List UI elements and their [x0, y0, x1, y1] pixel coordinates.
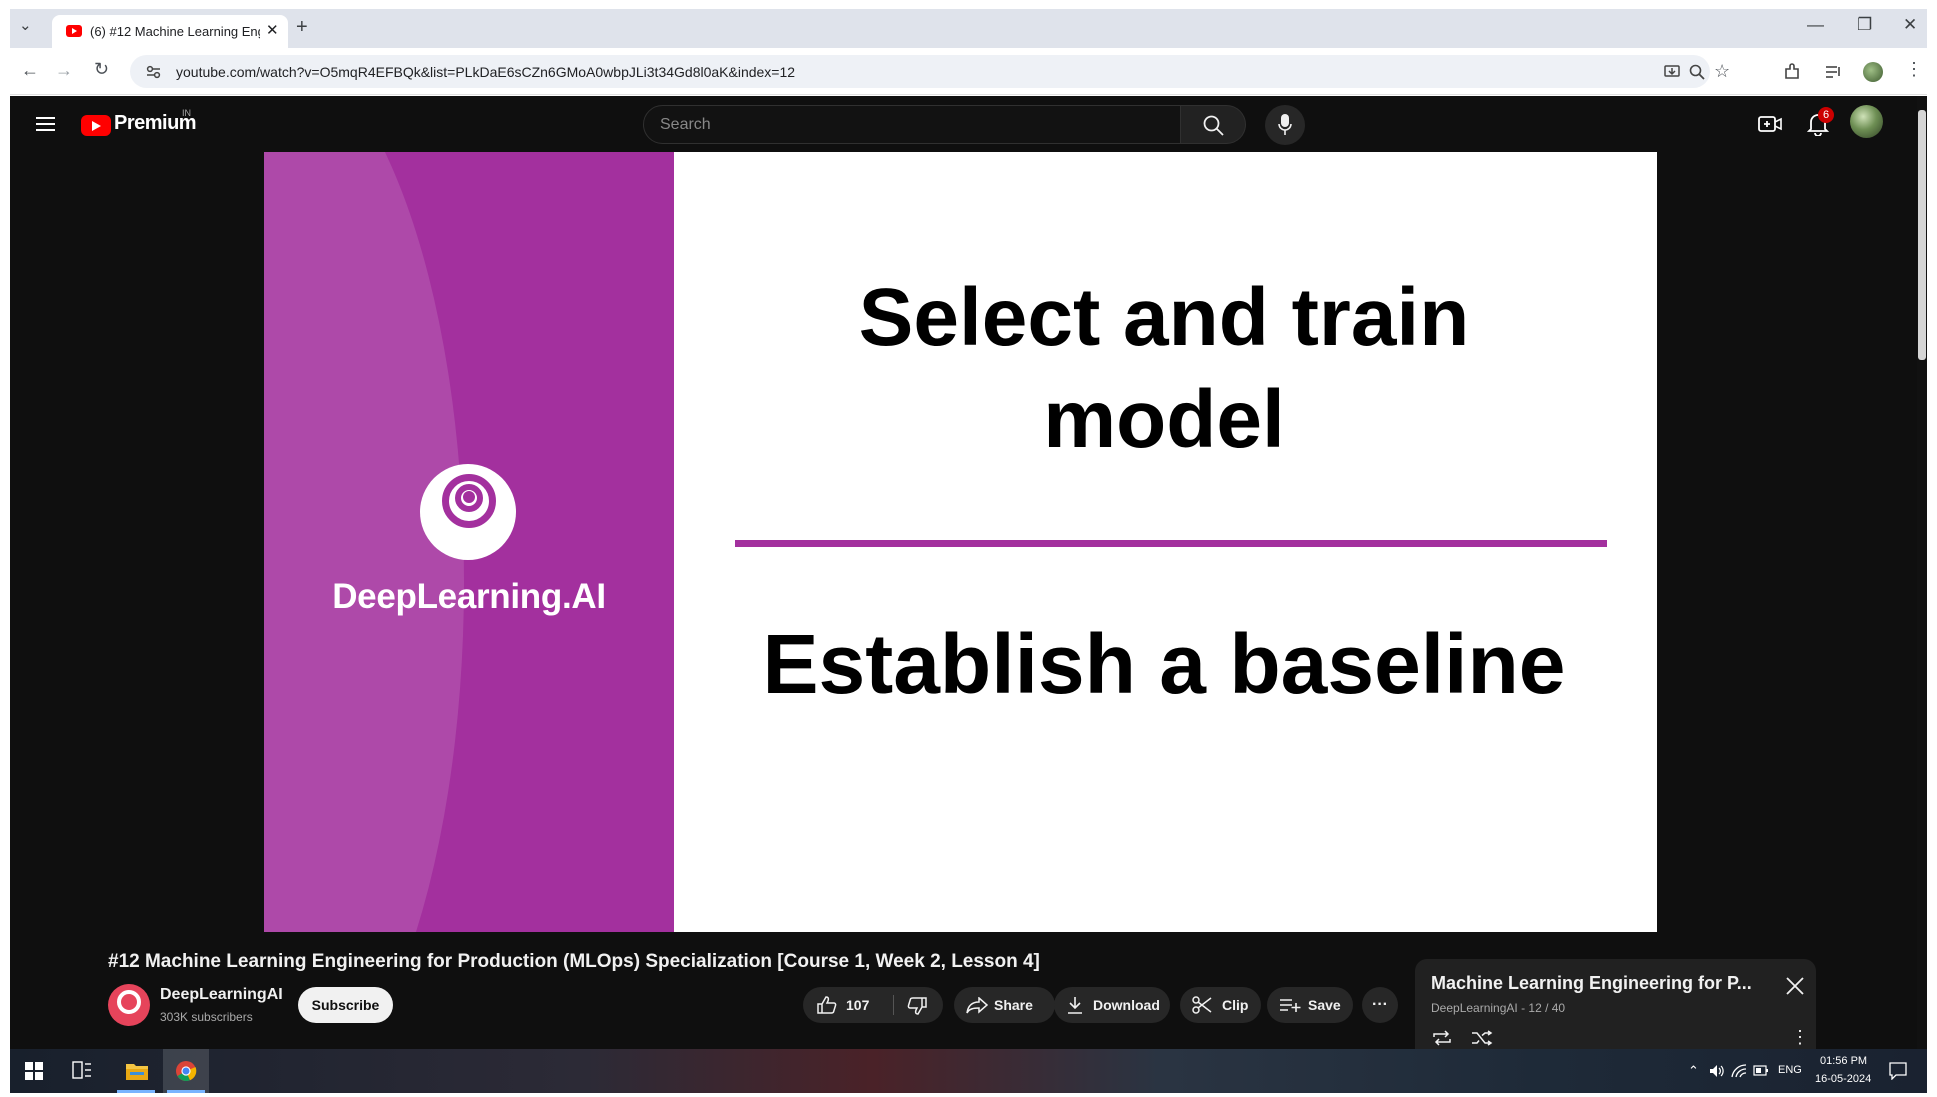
- notification-count-badge: 6: [1818, 107, 1834, 123]
- search-button[interactable]: [1181, 105, 1246, 144]
- extensions-icon[interactable]: [1783, 63, 1801, 81]
- browser-tab-strip: ⌄ (6) #12 Machine Learning Engin ✕ + — ❐…: [10, 9, 1927, 48]
- site-info-icon[interactable]: [146, 65, 161, 79]
- active-indicator: [167, 1090, 205, 1093]
- clock-time[interactable]: 01:56 PM: [1820, 1055, 1868, 1067]
- bookmark-star-icon[interactable]: ☆: [1714, 61, 1731, 81]
- volume-icon[interactable]: [1709, 1064, 1725, 1078]
- tab-title: (6) #12 Machine Learning Engin: [90, 24, 260, 39]
- clip-button[interactable]: Clip: [1180, 987, 1261, 1023]
- scissors-icon: [1192, 996, 1212, 1014]
- clip-label: Clip: [1222, 997, 1249, 1013]
- slide-heading-2: Establish a baseline: [762, 617, 1566, 711]
- like-divider: [893, 995, 894, 1015]
- playlist-panel: Machine Learning Engineering for P... De…: [1415, 959, 1816, 1049]
- slide-brand-panel: DeepLearning.AI: [264, 152, 674, 932]
- file-explorer-taskbar-button[interactable]: [113, 1049, 159, 1093]
- save-label: Save: [1308, 997, 1341, 1013]
- youtube-page: Premium IN Search 6 DeepLearning.AI Sele…: [10, 96, 1927, 1049]
- slide-heading-1: Select and train model: [858, 272, 1470, 465]
- minimize-button[interactable]: —: [1807, 15, 1824, 34]
- thumbs-up-icon: [817, 996, 837, 1014]
- shuffle-icon[interactable]: [1471, 1030, 1493, 1046]
- folder-icon: [126, 1064, 148, 1080]
- tab-search-chevron-icon[interactable]: ⌄: [19, 17, 32, 34]
- chrome-taskbar-button[interactable]: [163, 1049, 209, 1093]
- chrome-icon: [176, 1061, 197, 1081]
- zoom-icon[interactable]: [1689, 64, 1705, 80]
- task-view-icon[interactable]: [72, 1061, 92, 1079]
- playlist-menu-icon[interactable]: ⋮: [1791, 1027, 1809, 1047]
- channel-name[interactable]: DeepLearningAI: [160, 986, 283, 1003]
- region-code: IN: [182, 108, 191, 118]
- restore-button[interactable]: ❐: [1857, 15, 1873, 34]
- tab-close-icon[interactable]: ✕: [266, 22, 279, 39]
- browser-toolbar: ← → ↻ youtube.com/watch?v=O5mqR4EFBQk&li…: [10, 48, 1927, 95]
- playlist-position: DeepLearningAI - 12 / 40: [1431, 1001, 1566, 1015]
- share-icon: [966, 997, 988, 1014]
- download-button[interactable]: Download: [1054, 987, 1170, 1023]
- voice-search-button[interactable]: [1265, 105, 1305, 145]
- action-center-icon[interactable]: [1889, 1062, 1907, 1080]
- loop-icon[interactable]: [1431, 1029, 1453, 1047]
- playlist-title[interactable]: Machine Learning Engineering for P...: [1431, 973, 1752, 993]
- install-app-icon[interactable]: [1664, 64, 1680, 80]
- save-button[interactable]: Save: [1267, 987, 1353, 1023]
- forward-icon[interactable]: →: [55, 60, 73, 80]
- active-indicator: [117, 1090, 155, 1093]
- windows-start-icon[interactable]: [25, 1062, 43, 1080]
- youtube-favicon-icon: [66, 25, 82, 37]
- download-label: Download: [1093, 997, 1160, 1013]
- back-icon[interactable]: ←: [21, 60, 39, 80]
- browser-menu-icon[interactable]: ⋮: [1905, 59, 1923, 79]
- channel-avatar[interactable]: [108, 984, 150, 1026]
- page-scrollbar[interactable]: [1917, 96, 1927, 1049]
- windows-taskbar: ⌃ ENG 01:56 PM 16-05-2024: [10, 1049, 1927, 1093]
- clock-date[interactable]: 16-05-2024: [1815, 1073, 1872, 1085]
- dislike-button[interactable]: [894, 987, 943, 1023]
- browser-tab-active[interactable]: (6) #12 Machine Learning Engin ✕: [52, 15, 288, 48]
- language-indicator[interactable]: ENG: [1778, 1064, 1802, 1076]
- profile-avatar[interactable]: [1863, 62, 1883, 82]
- reload-icon[interactable]: ↻: [94, 59, 110, 79]
- deeplearning-ai-logo-icon: [420, 464, 516, 560]
- tray-overflow-icon[interactable]: ⌃: [1688, 1063, 1699, 1078]
- subscriber-count: 303K subscribers: [160, 1010, 253, 1024]
- subscribe-button[interactable]: Subscribe: [298, 987, 393, 1023]
- close-icon[interactable]: [1786, 977, 1804, 995]
- battery-icon[interactable]: [1753, 1065, 1769, 1076]
- wifi-icon[interactable]: [1731, 1064, 1747, 1078]
- like-dislike-group: 107: [803, 987, 943, 1023]
- share-button[interactable]: Share: [954, 987, 1055, 1023]
- url-text[interactable]: youtube.com/watch?v=O5mqR4EFBQk&list=PLk…: [176, 64, 796, 80]
- download-icon: [1068, 997, 1082, 1014]
- save-to-playlist-icon: [1280, 999, 1301, 1012]
- create-video-icon[interactable]: [1758, 114, 1782, 134]
- youtube-premium-logo[interactable]: Premium: [114, 112, 197, 134]
- slide-brand-name: DeepLearning.AI: [332, 577, 606, 616]
- slide-divider: [735, 540, 1607, 547]
- like-count: 107: [846, 997, 870, 1013]
- like-button[interactable]: 107: [803, 987, 893, 1023]
- search-icon: [1203, 115, 1224, 136]
- more-actions-button[interactable]: ···: [1362, 987, 1398, 1023]
- search-placeholder: Search: [660, 116, 711, 133]
- thumbs-down-icon: [907, 997, 927, 1015]
- hamburger-menu-icon[interactable]: [36, 116, 56, 132]
- address-bar[interactable]: youtube.com/watch?v=O5mqR4EFBQk&list=PLk…: [130, 55, 1730, 88]
- microphone-icon: [1278, 114, 1292, 135]
- account-avatar[interactable]: [1850, 105, 1883, 138]
- share-label: Share: [994, 997, 1033, 1013]
- close-window-button[interactable]: ✕: [1903, 15, 1918, 34]
- media-control-icon[interactable]: [1825, 64, 1843, 80]
- video-player[interactable]: DeepLearning.AI Select and train model E…: [264, 152, 1657, 932]
- youtube-logo-icon[interactable]: [81, 115, 111, 136]
- search-input[interactable]: Search: [643, 105, 1181, 144]
- scrollbar-thumb[interactable]: [1918, 110, 1926, 360]
- new-tab-button[interactable]: +: [296, 16, 308, 38]
- video-title: #12 Machine Learning Engineering for Pro…: [108, 951, 1040, 972]
